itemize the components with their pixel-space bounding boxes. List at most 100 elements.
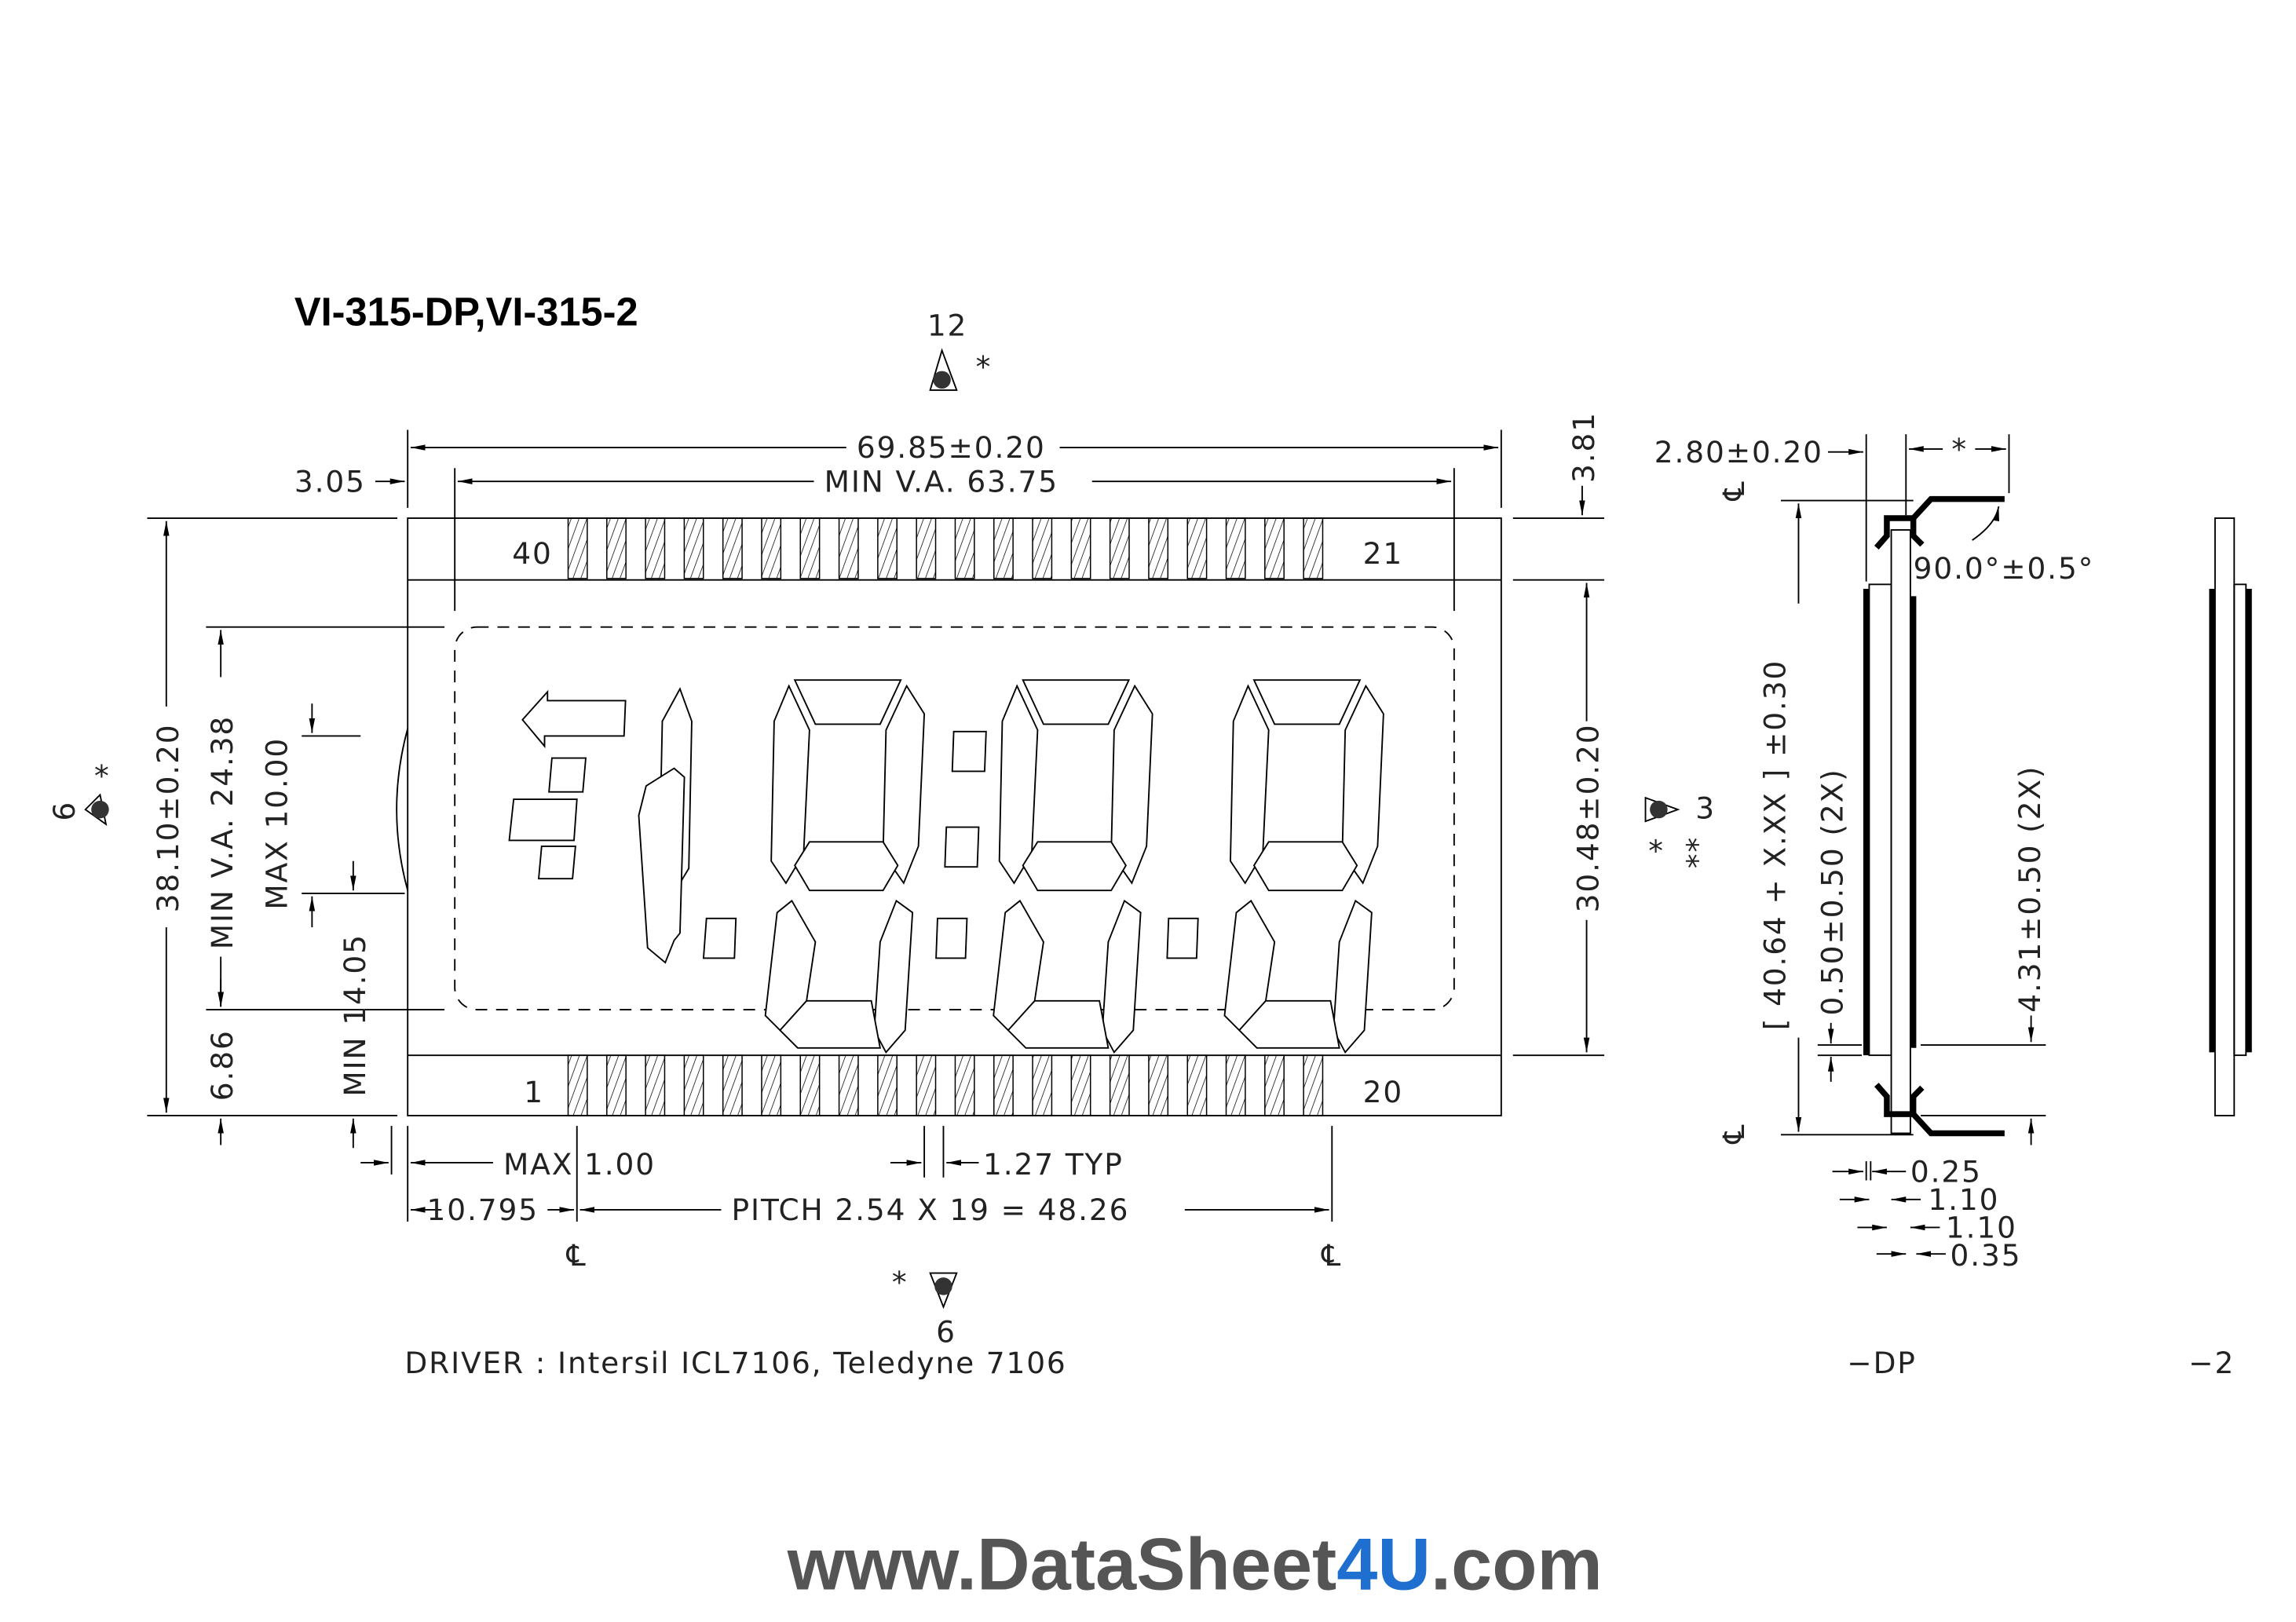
pin — [1032, 517, 1053, 579]
left-offset-dim: 3.05 — [294, 464, 366, 499]
overall-width-dim: 69.85±0.20 — [857, 430, 1046, 465]
pin — [916, 1054, 937, 1116]
pin — [645, 1054, 666, 1116]
offset2-dim: 4.31±0.50 (2X) — [2013, 765, 2047, 1013]
length-dim: [ 40.64 + X.XX ] ±0.30 — [1758, 659, 1793, 1030]
pin — [1109, 1054, 1130, 1116]
view-marker-9-star: * — [94, 758, 111, 793]
pin — [567, 517, 588, 579]
view-marker-9-label: 9 — [46, 802, 80, 823]
digit-segment-e — [1223, 899, 1276, 1032]
watermark-suffix: .com — [1431, 1523, 1603, 1606]
va-height-dim: MIN V.A. 24.38 — [205, 715, 239, 949]
pin — [1148, 517, 1169, 579]
dim-1-10-b: 1.10 — [1946, 1211, 2017, 1245]
max-pin-dim: MAX 1.00 — [503, 1147, 656, 1182]
view-marker-6-label: 6 — [936, 1315, 956, 1350]
digit-segment-f — [1230, 684, 1270, 885]
view-marker-6-star: * — [892, 1265, 909, 1299]
dim-0-35: 0.35 — [1951, 1238, 2022, 1273]
decimal-point-2 — [935, 917, 968, 959]
seal-bump — [396, 728, 409, 891]
view-marker-12-star: * — [976, 349, 993, 384]
digit-segment-c — [1101, 899, 1142, 1054]
centerline-left: ℄ — [566, 1238, 587, 1273]
digit-segment-f — [998, 684, 1039, 885]
pitch-dim: PITCH 2.54 X 19 = 48.26 — [732, 1193, 1130, 1227]
digit-segment-a — [793, 679, 902, 725]
pin — [993, 1054, 1014, 1116]
pin — [799, 1054, 821, 1116]
pin — [877, 1054, 898, 1116]
pin-label-1: 1 — [524, 1075, 544, 1109]
side-view-dp-label: −DP — [1847, 1346, 1916, 1380]
watermark-prefix: www.DataSheet — [787, 1523, 1336, 1606]
digit-segment-f — [770, 684, 810, 885]
centerline-side-top: ℄ — [1717, 480, 1751, 502]
pin-label-40: 40 — [512, 536, 552, 571]
pin — [1264, 517, 1285, 579]
view-markers: 12 * 9 * 3 * ** * 6 — [46, 309, 1716, 1350]
pin — [1303, 517, 1324, 579]
pin — [1148, 1054, 1169, 1116]
pin — [916, 517, 937, 579]
view-marker-12-label: 12 — [927, 309, 967, 343]
view-marker-3-label: 3 — [1695, 791, 1716, 825]
arrow-annunciator — [521, 689, 627, 749]
driver-note: DRIVER : Intersil ICL7106, Teledyne 7106 — [404, 1346, 1066, 1380]
pin — [761, 1054, 782, 1116]
glass-outline — [407, 517, 1502, 1116]
pin — [1264, 1054, 1285, 1116]
side-view-dp: 2.80±0.20 * 90.0°±0.5° ℄ ℄ [ 40.64 + X.X… — [1654, 432, 2095, 1273]
dimensions-left: 38.10±0.20 MIN V.A. 24.38 MAX 10.00 MIN … — [147, 517, 445, 1149]
watermark-accent: 4U — [1336, 1523, 1431, 1606]
first-pin-dim: 10.795 — [427, 1193, 539, 1227]
offset1-dim: 0.50±0.50 (2X) — [1815, 768, 1850, 1015]
digit-segment-b — [1110, 684, 1153, 885]
minus-segment — [508, 798, 578, 842]
dimensions-right: 30.48±0.20 — [1512, 583, 1606, 1057]
pin — [838, 517, 859, 579]
dim-1-10-a: 1.10 — [1928, 1182, 1999, 1217]
pin-label-21: 21 — [1363, 536, 1403, 571]
pin — [683, 1054, 704, 1116]
digit-segment-g — [1252, 841, 1358, 892]
bottom-offset-dim: 6.86 — [205, 1029, 239, 1101]
pin — [954, 1054, 975, 1116]
minus-segment-bottom — [537, 846, 576, 880]
digit-segment-e — [993, 899, 1044, 1032]
pin — [645, 517, 666, 579]
decimal-point-1 — [702, 917, 737, 959]
pin — [761, 517, 782, 579]
overall-height-dim: 38.10±0.20 — [151, 723, 185, 912]
angle-dim: 90.0°±0.5° — [1914, 551, 2095, 586]
pin — [799, 517, 821, 579]
centerline-right: ℄ — [1321, 1238, 1342, 1273]
digit-segment-a — [1022, 679, 1131, 725]
pin — [1225, 517, 1246, 579]
digit-segment-b — [882, 684, 926, 885]
pin — [1032, 1054, 1053, 1116]
viewing-area — [454, 626, 1455, 1010]
front-view: 40 21 1 20 — [396, 517, 1502, 1116]
digit-one-lower — [638, 767, 686, 964]
drawing-title: VI-315-DP,VI-315-2 — [294, 289, 638, 334]
side-view-2-label: −2 — [2188, 1346, 2235, 1380]
pin — [1186, 517, 1208, 579]
pin — [1225, 1054, 1246, 1116]
star-dim: * — [1951, 432, 1968, 466]
minus-segment-top — [548, 757, 587, 793]
colon-bottom — [944, 826, 980, 868]
pin — [1070, 1054, 1091, 1116]
pin — [1070, 517, 1091, 579]
pin — [993, 517, 1014, 579]
digit-segment-g — [1022, 841, 1127, 892]
pin-width-dim: 1.27 TYP — [983, 1147, 1124, 1182]
top-offset-dim: 3.81 — [1567, 411, 1601, 483]
view-marker-12-icon — [929, 348, 958, 391]
digit-segment-c — [873, 899, 914, 1054]
va-width-dim: MIN V.A. 63.75 — [824, 464, 1058, 499]
pin — [683, 517, 704, 579]
colon-top — [951, 730, 987, 773]
pin — [877, 517, 898, 579]
